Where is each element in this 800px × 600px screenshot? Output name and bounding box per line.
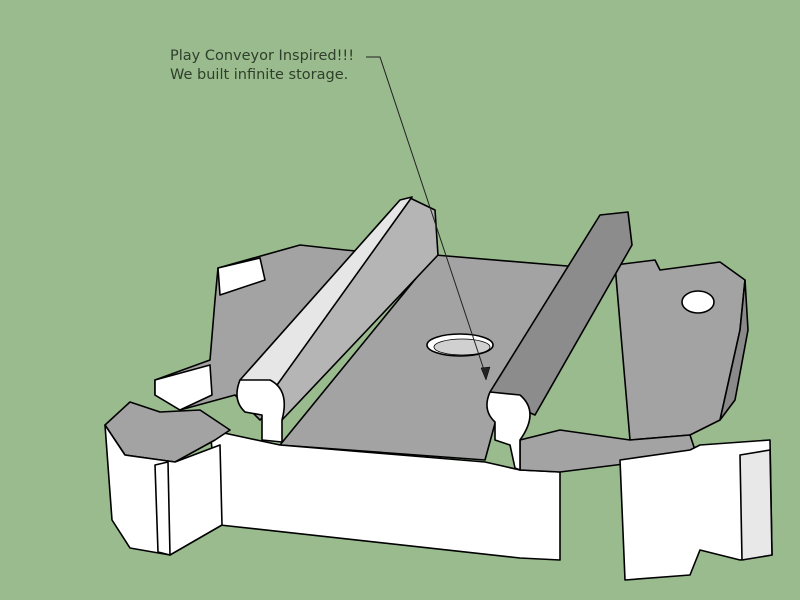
annotation-line-1: Play Conveyor Inspired!!! (170, 48, 355, 64)
right-rail-end (486, 391, 531, 471)
left-front-slot (154, 461, 171, 556)
right-hole (681, 290, 715, 314)
center-hole-inner (433, 338, 491, 356)
right-front-block-side (739, 449, 773, 561)
left-rail-end (236, 379, 286, 443)
right-wing-side (719, 279, 749, 421)
annotation-label: Play Conveyor Inspired!!! We built infin… (170, 47, 354, 85)
left-wing-front (154, 364, 213, 411)
left-wing-notch (217, 257, 266, 296)
conveyor-model (104, 196, 773, 581)
annotation-arrowhead (480, 366, 491, 381)
annotation-leader-line (366, 56, 487, 377)
annotation-line-2: We built infinite storage. (170, 67, 349, 83)
